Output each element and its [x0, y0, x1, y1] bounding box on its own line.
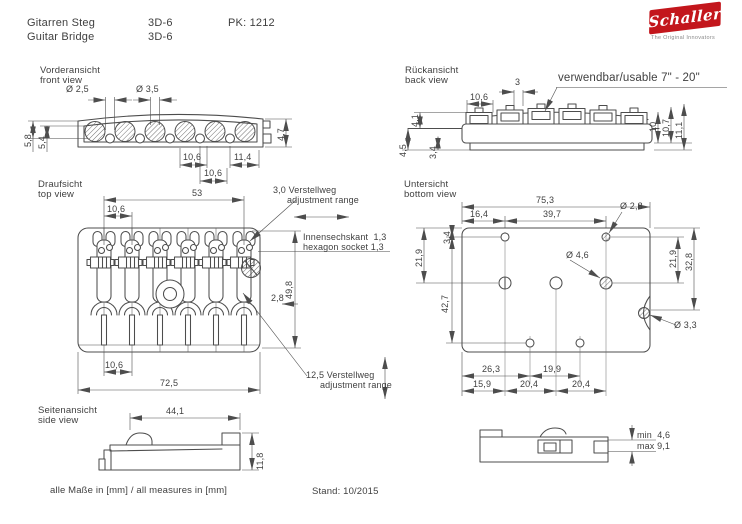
- dim-bottom-width-159: 15,9: [473, 379, 492, 389]
- dim-front-height-58: 5,8: [23, 134, 33, 147]
- dim-top-width-106b: 10,6: [105, 360, 124, 370]
- back-view-drawing: [407, 103, 660, 151]
- product-title-en: Guitar Bridge: [27, 31, 95, 43]
- note-adjustment-range-side-de: 12,5 Verstellweg: [306, 370, 375, 380]
- side-view-rear-dimensions: [608, 425, 656, 466]
- dim-front-dia-small: Ø 2,5: [66, 84, 89, 94]
- schaller-brand-name: Schaller: [648, 4, 722, 32]
- top-view-drawing: [77, 227, 261, 353]
- dim-top-width-106a: 10,6: [107, 204, 126, 214]
- back-view-title-en: back view: [405, 75, 449, 86]
- dim-bottom-height-427: 42,7: [440, 294, 450, 313]
- dim-bottom-width-397: 39,7: [543, 209, 562, 219]
- top-view-dimensions: [77, 196, 390, 399]
- note-adjustment-range-side-en: adjustment range: [320, 380, 392, 390]
- dim-bottom-width-199: 19,9: [543, 364, 562, 374]
- top-view-title-en: top view: [38, 189, 75, 200]
- dim-front-dia-large: Ø 3,5: [136, 84, 159, 94]
- dim-front-width-106b: 10,6: [204, 168, 223, 178]
- dim-front-width-114: 11,4: [234, 152, 252, 162]
- dim-bottom-height-219-left: 21,9: [414, 248, 424, 267]
- dim-bottom-dia-28: Ø 2,8: [620, 201, 643, 211]
- dim-back-height-10: 10: [648, 121, 658, 132]
- dim-side-width-441: 44,1: [166, 406, 185, 416]
- side-view-rear-drawing: [479, 427, 609, 463]
- dim-bottom-height-219-right: 21,9: [668, 249, 678, 268]
- dim-bottom-height-34: 3,4: [442, 231, 452, 244]
- dim-front-height-54: 5,4: [37, 136, 47, 149]
- dim-bottom-dia-33: Ø 3,3: [674, 320, 697, 330]
- bottom-view-title-en: bottom view: [404, 189, 457, 200]
- front-view-title-de: Vorderansicht: [40, 65, 101, 76]
- side-view-drawing: [98, 432, 241, 471]
- dim-back-height-107: 10,7: [661, 118, 671, 137]
- units-note: alle Maße in [mm] / all measures in [mm]: [50, 485, 228, 496]
- usable-radius-note: verwendbar/usable 7" - 20": [558, 72, 700, 84]
- front-view-title-en: front view: [40, 75, 83, 86]
- revision-date: Stand: 10/2015: [312, 486, 379, 497]
- dim-top-width-53: 53: [192, 188, 203, 198]
- dim-top-height-498: 49,8: [284, 280, 294, 299]
- dim-back-height-111: 11,1: [674, 121, 684, 139]
- dim-bottom-dia-46: Ø 4,6: [566, 250, 589, 260]
- side-view-title-de: Seitenansicht: [38, 405, 97, 416]
- top-view-title-de: Draufsicht: [38, 179, 83, 190]
- dim-back-width-3: 3: [515, 77, 521, 87]
- model-number-en: 3D-6: [148, 31, 173, 43]
- front-view-drawing: [77, 113, 272, 148]
- note-hex-socket-en: hexagon socket 1,3: [303, 242, 384, 252]
- dim-front-height-47: 4,7: [276, 128, 286, 141]
- dim-top-width-725: 72,5: [160, 378, 179, 388]
- dim-string-height-min: min 4,6: [637, 430, 671, 440]
- schaller-logo: Schaller The Original Innovators: [641, 1, 741, 41]
- dim-front-width-106a: 10,6: [183, 152, 202, 162]
- dim-bottom-width-263: 26,3: [482, 364, 501, 374]
- front-view-dimensions: [28, 97, 292, 184]
- model-number-de: 3D-6: [148, 17, 173, 29]
- dim-back-height-45: 4,5: [398, 144, 408, 157]
- note-adjustment-range-top-en: adjustment range: [287, 195, 359, 205]
- dim-back-height-41: 4,1: [410, 114, 420, 127]
- dim-bottom-width-204a: 20,4: [520, 379, 539, 389]
- schaller-tagline: The Original Innovators: [650, 35, 716, 41]
- note-hex-socket-de: Innensechskant 1,3: [303, 232, 387, 242]
- dim-bottom-width-204b: 20,4: [572, 379, 591, 389]
- back-view-title-de: Rückansicht: [405, 65, 459, 76]
- dim-back-width-106: 10,6: [470, 92, 489, 102]
- dim-string-height-max: max 9,1: [637, 441, 671, 451]
- dim-bottom-width-753: 75,3: [536, 195, 555, 205]
- dim-top-width-28: 2,8: [271, 293, 284, 303]
- schaller-logo-box: Schaller: [648, 1, 722, 35]
- note-adjustment-range-top-de: 3,0 Verstellweg: [273, 185, 337, 195]
- dim-side-height-118: 11,8: [255, 452, 265, 470]
- product-title-de: Gitarren Steg: [27, 17, 96, 29]
- dim-back-height-34: 3,4: [428, 146, 438, 159]
- side-view-title-en: side view: [38, 415, 79, 426]
- back-view-dimensions: [402, 87, 727, 151]
- dim-bottom-height-328: 32,8: [684, 252, 694, 271]
- part-code: PK: 1212: [228, 17, 275, 29]
- bottom-view-title-de: Untersicht: [404, 179, 449, 190]
- side-view-dimensions: [129, 413, 259, 471]
- dim-bottom-width-164: 16,4: [470, 209, 489, 219]
- bottom-view-dimensions: [416, 202, 700, 396]
